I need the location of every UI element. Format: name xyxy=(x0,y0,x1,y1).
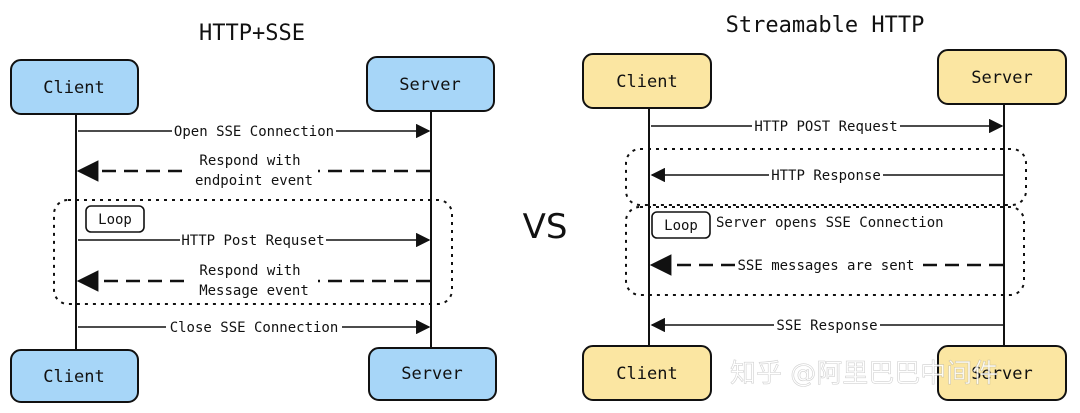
left-client-bottom-label: Client xyxy=(43,367,104,387)
left-endpoint-label-2: endpoint event xyxy=(195,173,313,189)
right-client-bottom-box: Client xyxy=(582,345,712,401)
left-loop-tag: Loop xyxy=(85,205,145,233)
left-msg-endpoint-event: Respond with endpoint event xyxy=(76,153,430,189)
left-server-bottom-box: Server xyxy=(368,347,497,401)
left-open-sse-label: Open SSE Connection xyxy=(174,124,334,140)
right-diagram: Streamable HTTP Client Server HTTP POST … xyxy=(582,13,1067,401)
left-msg-message-event: Respond with Message event xyxy=(76,263,430,299)
right-title: Streamable HTTP xyxy=(726,13,925,38)
right-response-region xyxy=(625,148,1027,206)
right-loop-tag: Loop xyxy=(651,211,711,239)
right-loop-region xyxy=(625,206,1025,296)
right-msg-sse-response: SSE Response xyxy=(650,317,1003,334)
left-message-label-1: Respond with xyxy=(199,263,300,279)
left-server-bottom-label: Server xyxy=(401,364,462,384)
right-server-bottom-box: Server xyxy=(937,345,1067,401)
right-server-bottom-label: Server xyxy=(971,364,1032,384)
left-http-post-label: HTTP Post Requset xyxy=(181,233,324,249)
left-server-top-box: Server xyxy=(366,56,495,112)
right-server-opens-sse-label: Server opens SSE Connection xyxy=(716,215,944,231)
right-msg-http-post: HTTP POST Request xyxy=(651,118,1004,135)
right-sse-messages-label: SSE messages are sent xyxy=(737,258,914,274)
right-msg-sse-messages: SSE messages are sent xyxy=(649,254,1003,276)
left-diagram: HTTP+SSE Client Server Open SSE Connecti… xyxy=(10,21,497,403)
left-client-top-label: Client xyxy=(43,78,104,98)
right-server-top-label: Server xyxy=(971,68,1032,88)
left-client-top-box: Client xyxy=(10,59,139,115)
right-sse-response-label: SSE Response xyxy=(776,318,877,334)
right-loop-label: Loop xyxy=(664,218,698,234)
left-loop-label: Loop xyxy=(98,212,132,228)
right-http-post-label: HTTP POST Request xyxy=(754,119,897,135)
right-http-response-label: HTTP Response xyxy=(771,168,881,184)
right-server-top-box: Server xyxy=(937,49,1067,105)
left-msg-open-sse: Open SSE Connection xyxy=(78,123,431,140)
right-client-top-label: Client xyxy=(616,72,677,92)
left-message-label-2: Message event xyxy=(199,283,309,299)
right-client-bottom-label: Client xyxy=(616,364,677,384)
left-close-sse-label: Close SSE Connection xyxy=(170,320,339,336)
vs-label: VS xyxy=(523,207,568,247)
left-endpoint-label-1: Respond with xyxy=(199,153,300,169)
left-title: HTTP+SSE xyxy=(199,21,305,46)
left-client-bottom-box: Client xyxy=(10,349,139,403)
watermark-text: 知乎 @阿里巴巴中间件 xyxy=(730,359,998,389)
left-msg-http-post: HTTP Post Requset xyxy=(78,232,431,249)
left-server-top-label: Server xyxy=(399,75,460,95)
left-msg-close-sse: Close SSE Connection xyxy=(78,319,431,336)
left-loop-region xyxy=(53,199,453,305)
right-msg-http-response: HTTP Response xyxy=(650,167,1003,184)
right-client-top-box: Client xyxy=(582,53,712,109)
